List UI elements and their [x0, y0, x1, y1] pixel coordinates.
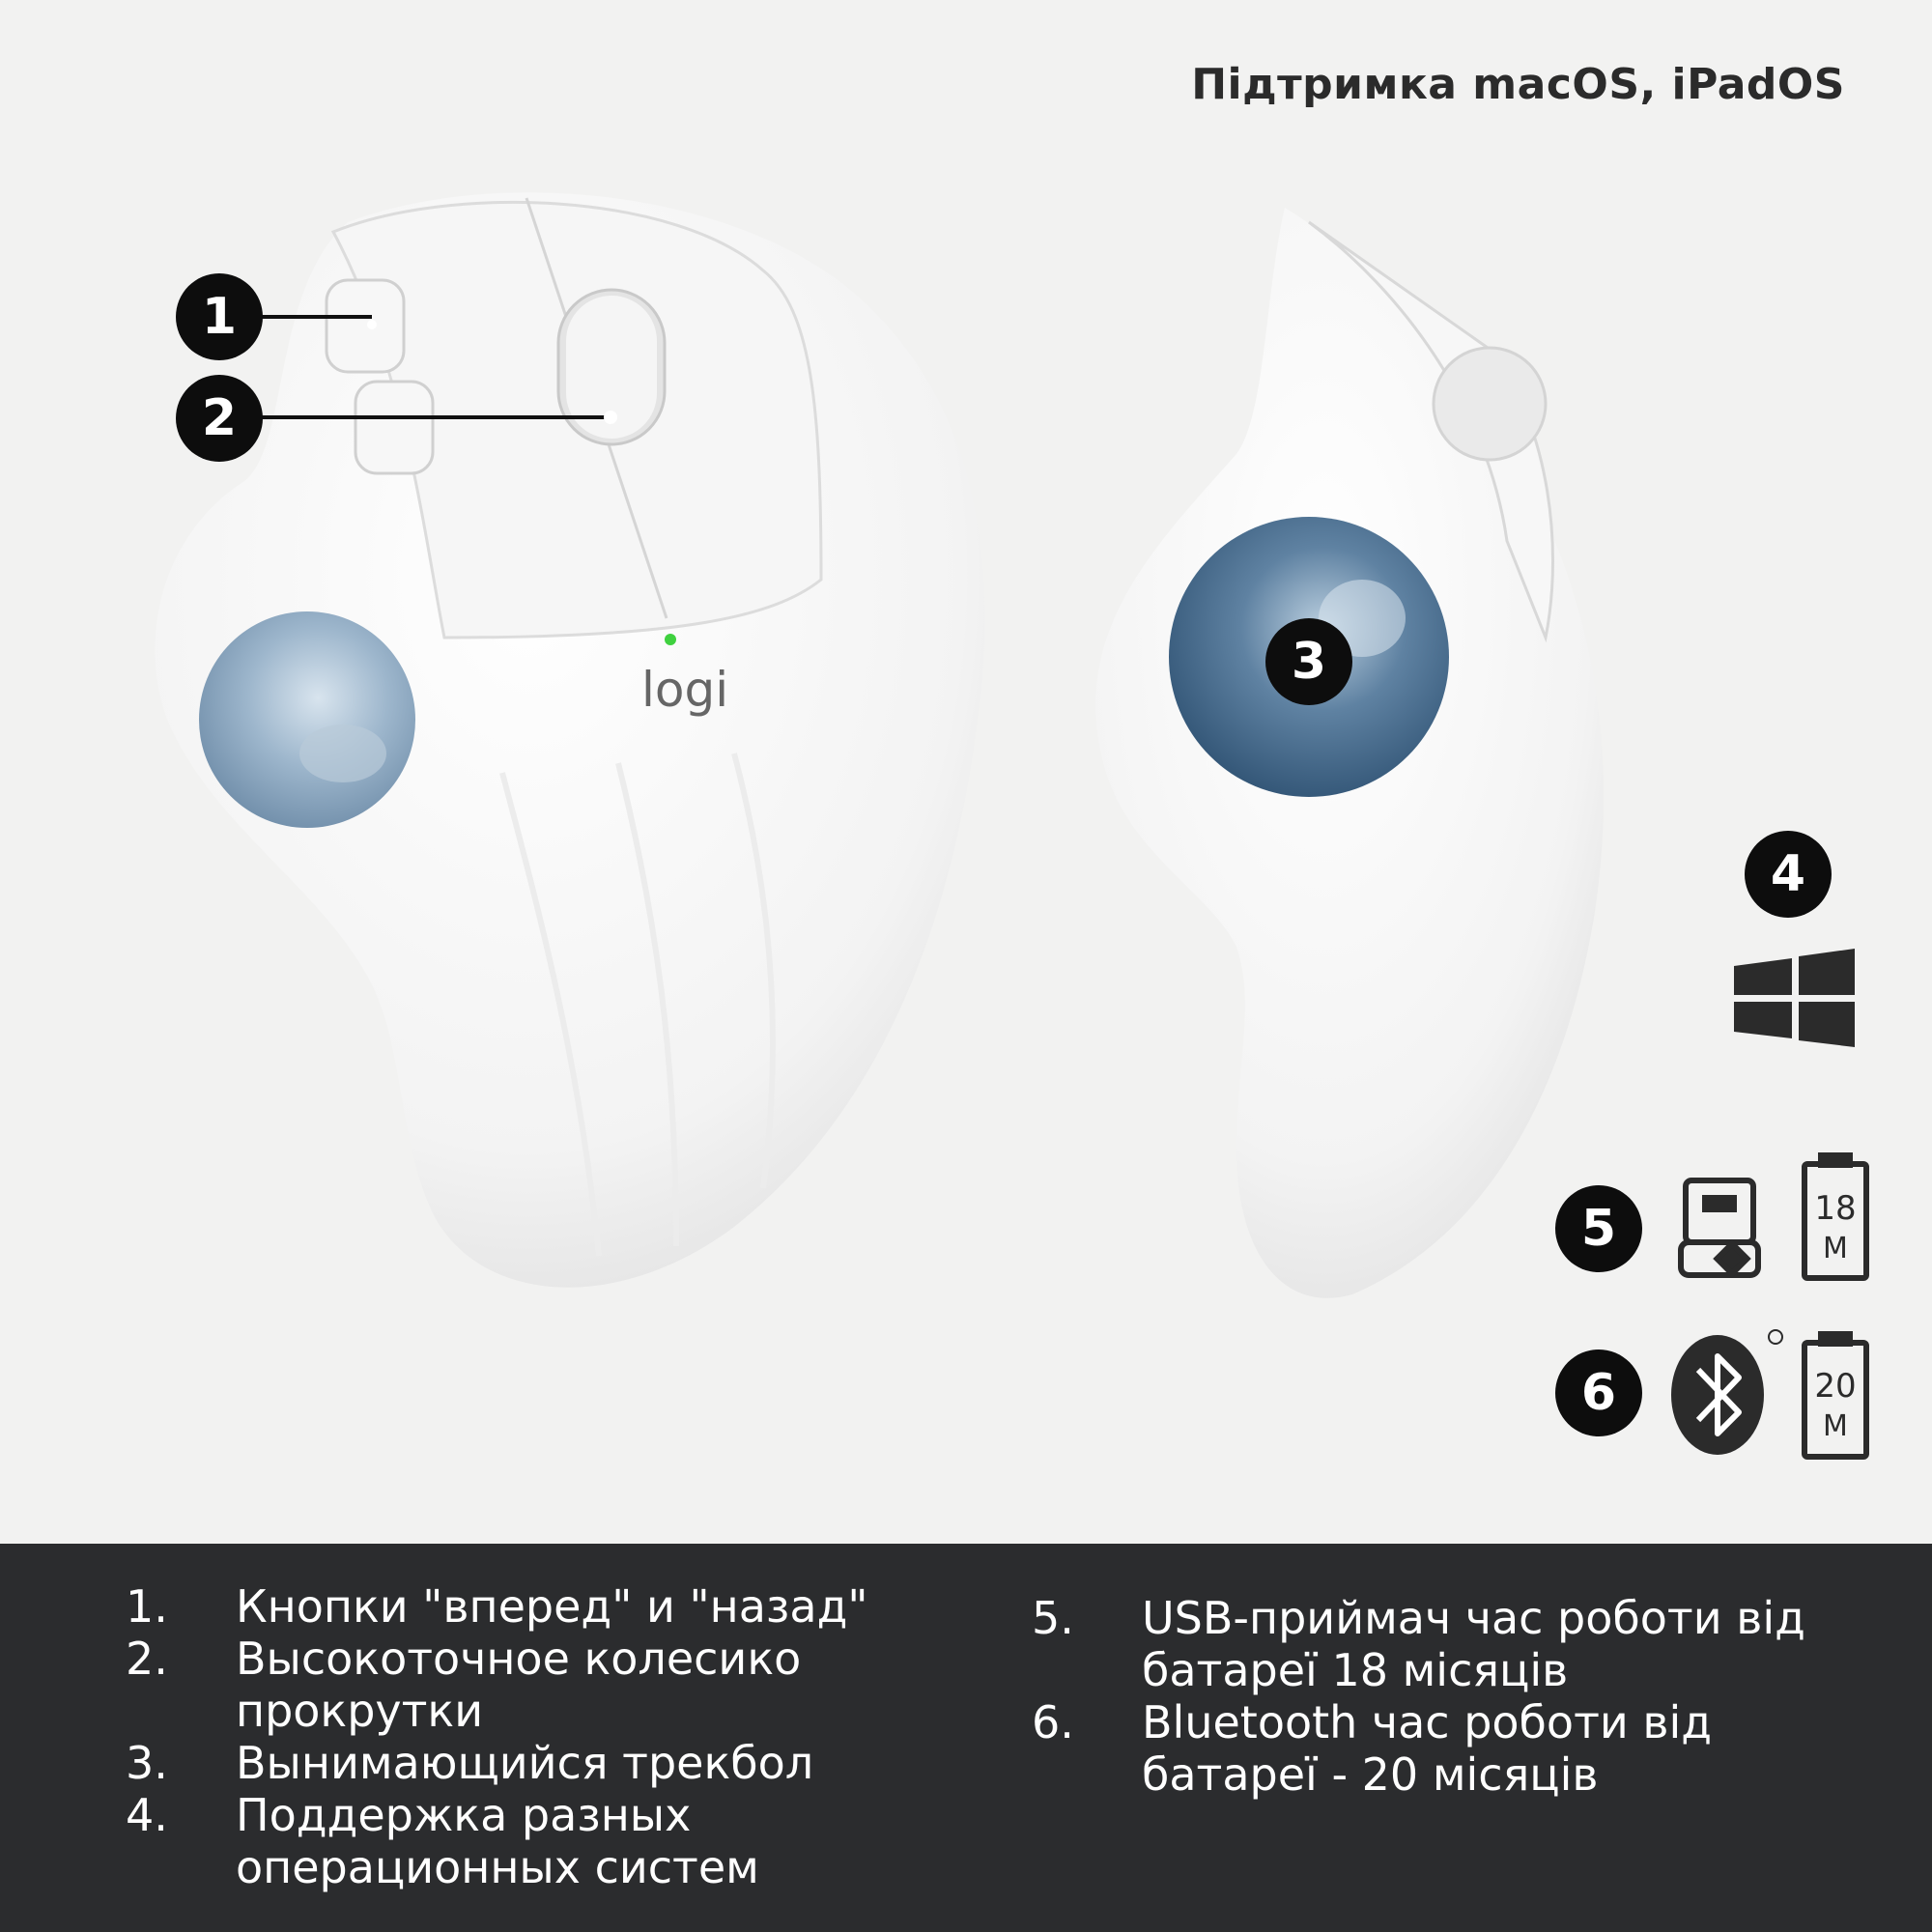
battery-bt-unit: M	[1823, 1409, 1848, 1443]
bluetooth-icon	[1671, 1329, 1783, 1455]
product-illustration: 18 M 20 M	[155, 192, 1869, 1460]
callout-3: 3	[1265, 618, 1352, 705]
battery-bt-months: 20	[1814, 1367, 1856, 1406]
list-item: 4.Поддержка разных операционных систем	[126, 1789, 759, 1893]
windows-icon	[1734, 949, 1855, 1047]
callout-4: 4	[1745, 831, 1832, 918]
list-item: 5.USB-приймач час роботи від батареї 18 …	[1032, 1592, 1805, 1696]
features-list-left: 1.Кнопки "вперед" и "назад" 2.Высокоточн…	[126, 1580, 956, 1893]
os-support-text: Підтримка macOS, iPadOS	[1191, 60, 1845, 109]
list-item: 1.Кнопки "вперед" и "назад"	[126, 1580, 868, 1633]
features-panel: 1.Кнопки "вперед" и "назад" 2.Высокоточн…	[0, 1544, 1932, 1932]
battery-usb-unit: M	[1823, 1232, 1848, 1265]
list-item: 2.Высокоточное колесико прокрутки	[126, 1633, 802, 1737]
features-list-right: 5.USB-приймач час роботи від батареї 18 …	[1032, 1592, 1882, 1801]
logi-logo: logi	[641, 662, 729, 718]
list-item: 3.Вынимающийся трекбол	[126, 1737, 814, 1789]
mouse-side-view	[1095, 208, 1605, 1298]
list-item: 6.Bluetooth час роботи від батареї - 20 …	[1032, 1696, 1713, 1801]
usb-receiver-icon	[1678, 1178, 1761, 1278]
callout-1: 1	[176, 273, 263, 360]
mouse-front-view	[155, 192, 985, 1288]
callout-5: 5	[1555, 1185, 1642, 1272]
battery-icon-usb	[1802, 1152, 1869, 1281]
battery-usb-months: 18	[1814, 1189, 1856, 1228]
battery-icon-bluetooth	[1802, 1331, 1869, 1460]
callout-6: 6	[1555, 1350, 1642, 1436]
callout-2: 2	[176, 375, 263, 462]
